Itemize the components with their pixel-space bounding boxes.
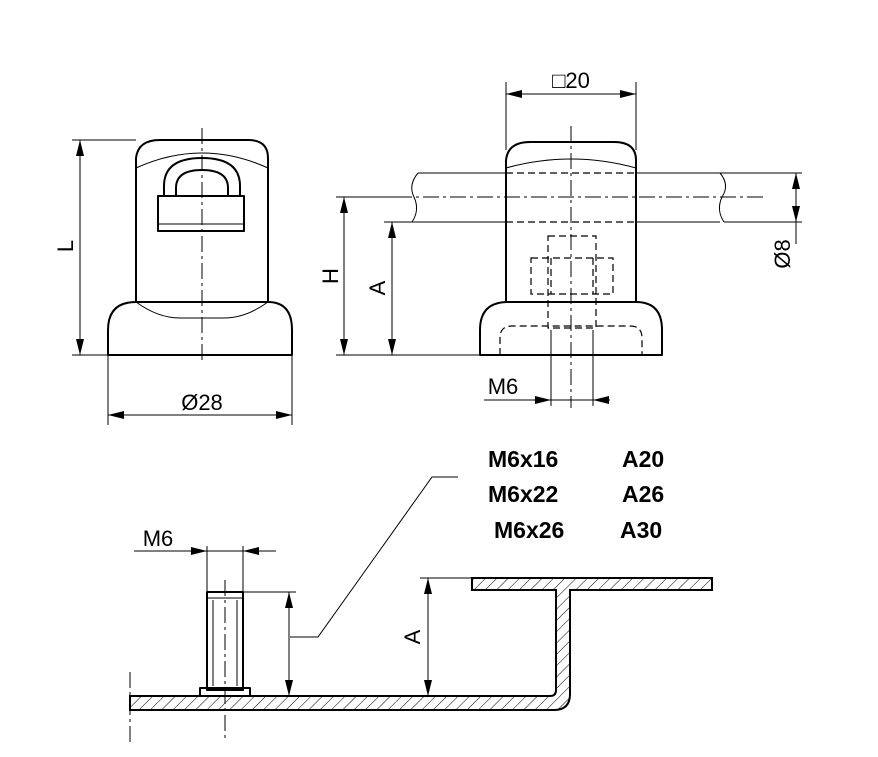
right-view-rod: [418, 172, 720, 223]
table-row-2-a: A26: [622, 481, 664, 507]
table-row-3-bolt: M6x26: [494, 517, 564, 543]
dim-label-dia8: Ø8: [770, 239, 795, 268]
left-view: L Ø28: [53, 128, 293, 425]
left-view-body: [135, 139, 269, 303]
size-table: M6x16 A20 M6x22 A26 M6x26 A30: [488, 446, 664, 543]
dim-label-l: L: [53, 240, 78, 252]
dim-label-square20: □20: [552, 68, 590, 93]
table-row-3-a: A30: [620, 517, 662, 543]
right-view-hidden-bolt: [547, 235, 597, 329]
dim-label-a-right: A: [365, 280, 390, 295]
dim-label-h: H: [318, 268, 343, 284]
dim-label-m6-bottom: M6: [143, 526, 174, 551]
right-view-body: [505, 141, 637, 303]
table-row-2-bolt: M6x22: [488, 481, 558, 507]
left-view-clamp-block: [157, 195, 245, 232]
left-view-top-arc: [135, 152, 269, 169]
leader-line: [290, 476, 458, 638]
bottom-section: M6 A: [129, 526, 713, 745]
left-view-base: [107, 301, 293, 356]
dim-label-m6-right: M6: [488, 374, 519, 399]
dim-label-dia28: Ø28: [181, 390, 223, 415]
table-row-1-a: A20: [622, 446, 664, 472]
sheet-metal-section: [129, 577, 713, 711]
table-row-1-bolt: M6x16: [488, 446, 558, 472]
dim-label-a-bottom: A: [400, 629, 425, 644]
right-view-base: [479, 301, 663, 356]
right-view-hidden-nut: [530, 257, 614, 295]
right-view: □20 H A Ø8 M6: [318, 68, 802, 408]
